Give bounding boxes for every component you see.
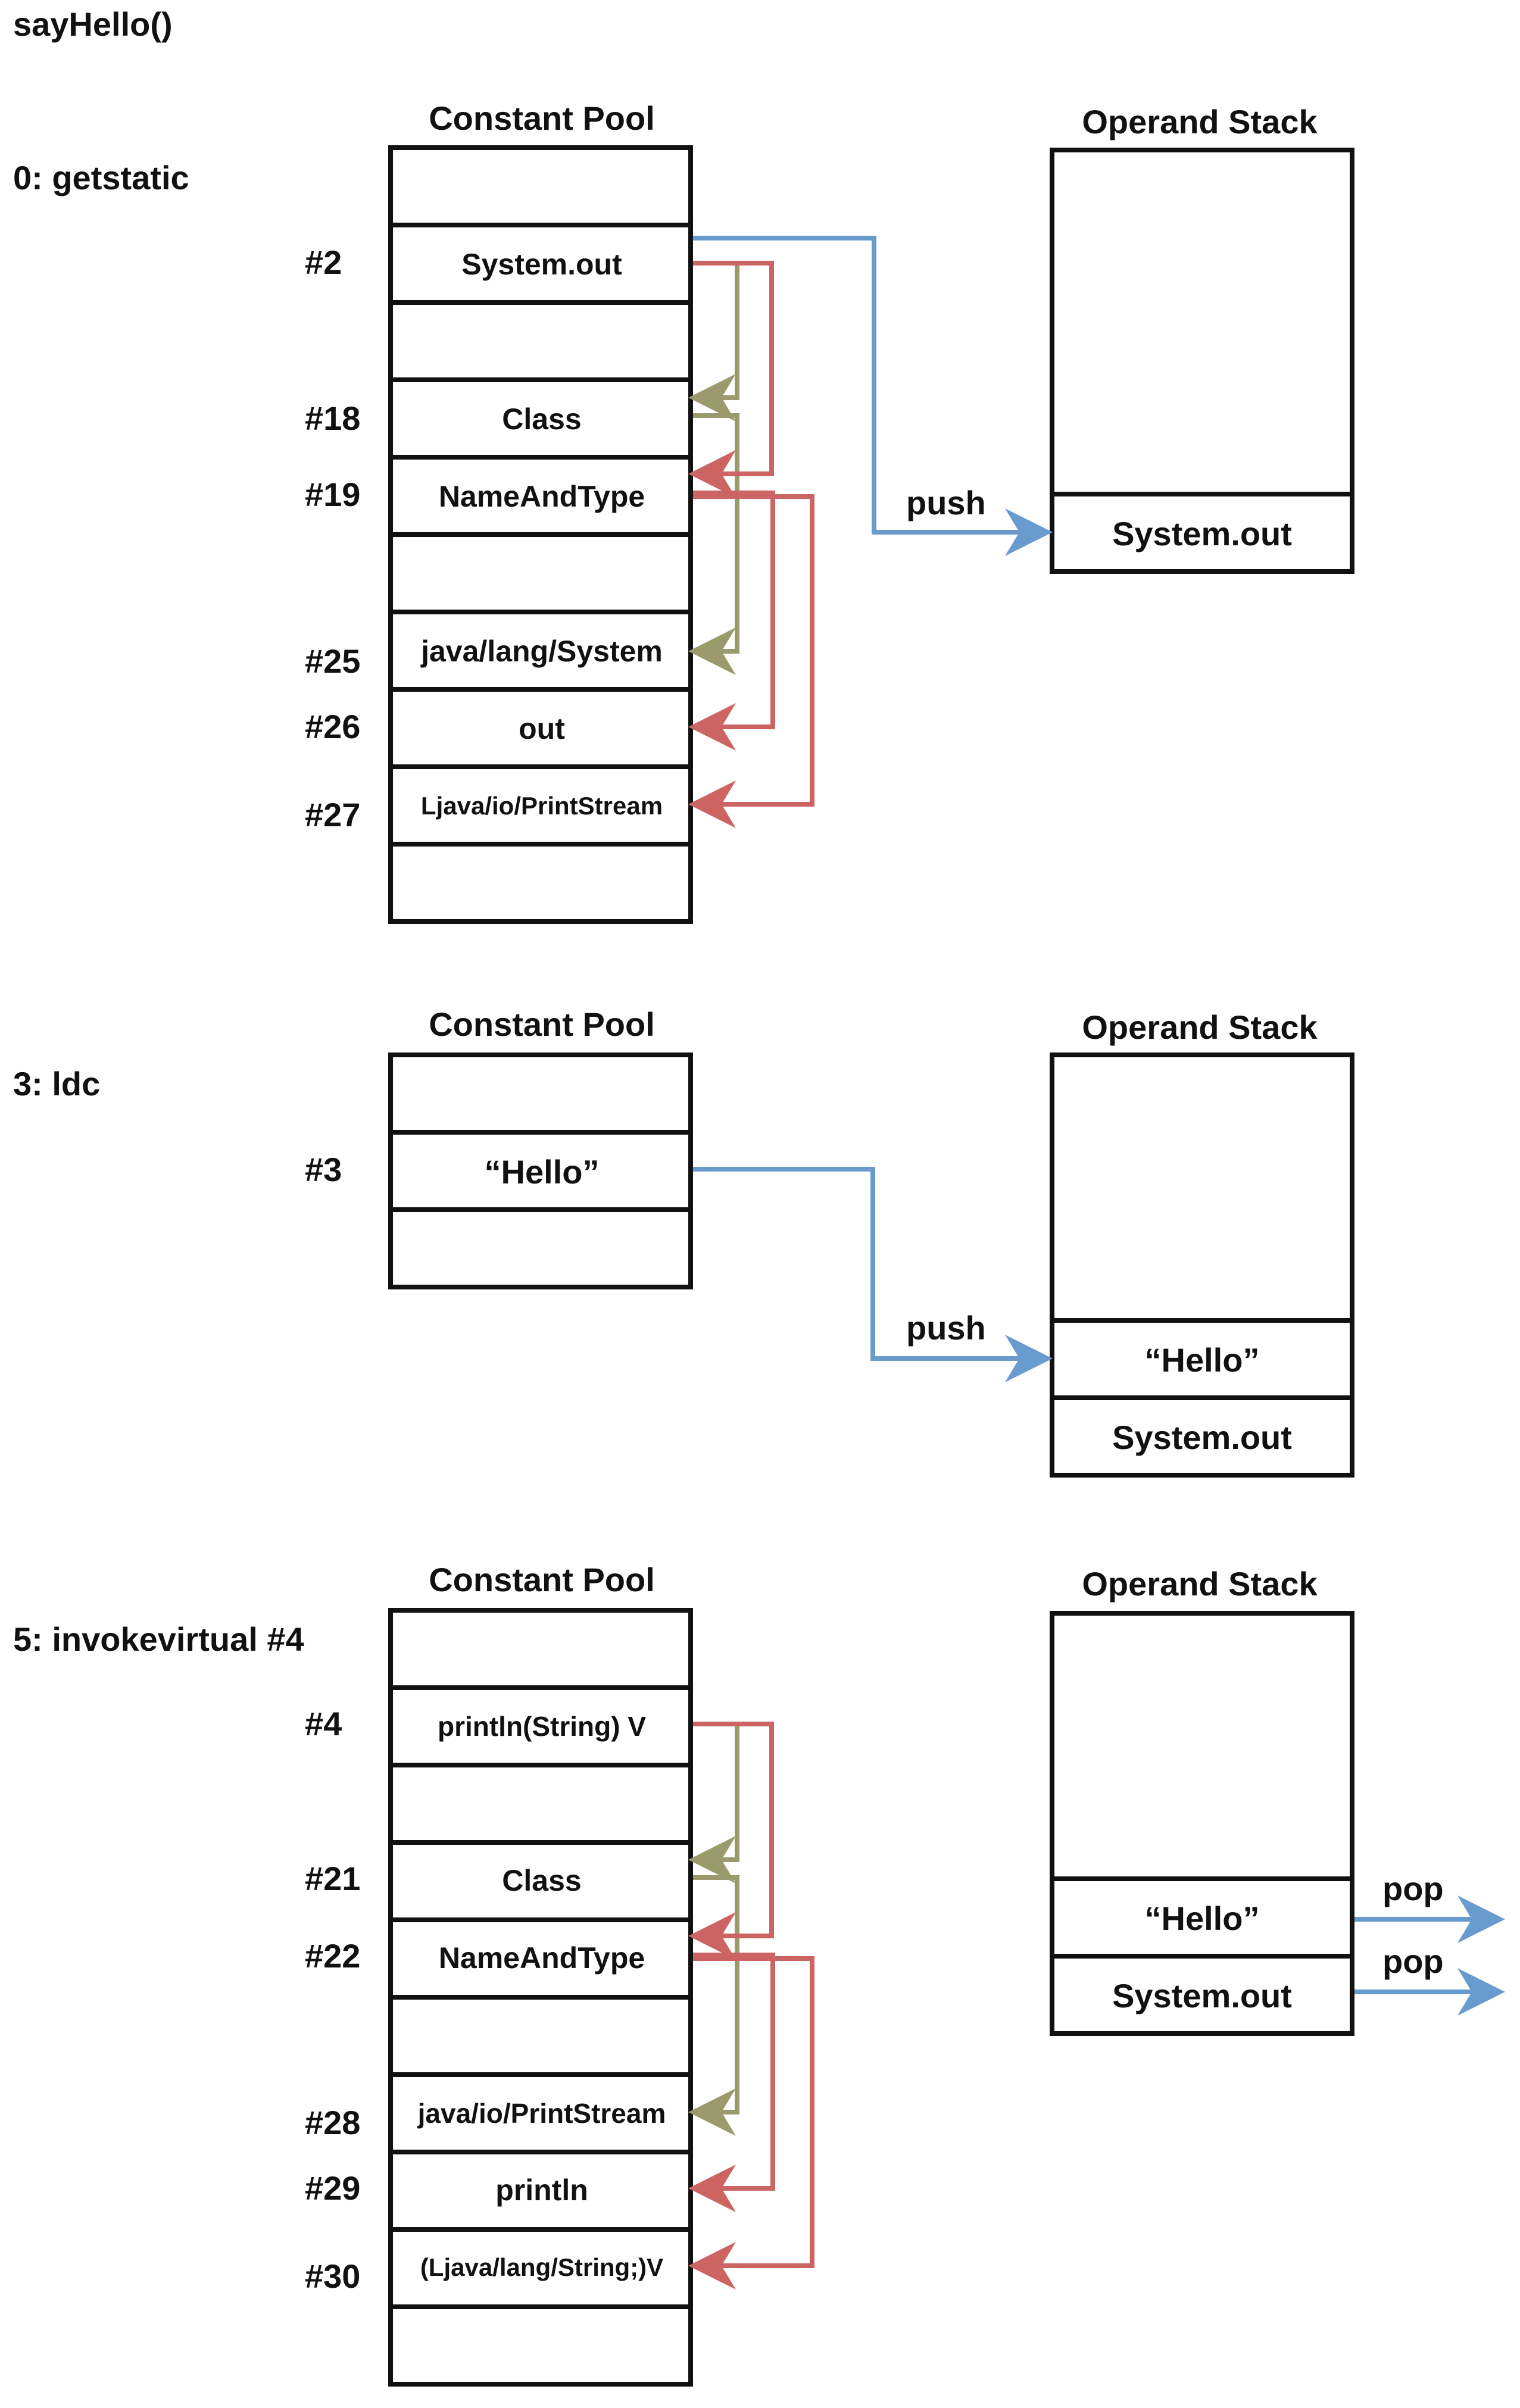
pool-entry-text: “Hello” [485,1153,600,1191]
stack-slot [1050,1954,1354,2036]
pool-index-label: #3 [305,1151,342,1188]
stack-empty-area [1050,1052,1354,1323]
push-arrow [693,1167,1053,1382]
operand-stack [1050,148,1354,574]
pool-cell [388,1052,693,1135]
pool-cell [388,2304,693,2387]
pop-label: pop [1382,1942,1444,1980]
stack-slot [1050,492,1354,574]
class-name-ref-arrow [688,1875,739,2136]
pool-cell [388,842,693,924]
pool-entry-text: System.out [461,248,622,281]
name-ref-arrow [688,1953,775,2212]
pool-index-label: #19 [305,476,360,513]
stack-slot [1050,1876,1354,1959]
name-and-type-ref-arrow [688,1722,774,1960]
pool-index-label: #18 [305,399,360,437]
pool-cell [388,1995,693,2077]
pool-cell [388,145,693,227]
type-ref-arrow [688,1956,814,2290]
instruction-label: 5: invokevirtual #4 [13,1620,304,1658]
pool-index-label: #2 [305,243,342,281]
type-ref-arrow [688,494,814,828]
operand-stack [1050,1611,1354,2036]
pool-index-label: #4 [305,1705,342,1742]
pop-label: pop [1382,1870,1444,1907]
constant-pool-table [388,145,693,924]
operand-stack-title: Operand Stack [1082,103,1318,140]
stack-empty-area [1050,148,1354,496]
instruction-label: 0: getstatic [13,159,189,196]
stack-item-text: “Hello” [1145,1900,1260,1937]
name-and-type-ref-arrow [688,261,774,498]
operand-stack-title: Operand Stack [1082,1008,1318,1046]
stack-item-text: System.out [1112,1419,1292,1456]
pool-entry-text: java/lang/System [420,635,663,668]
pool-entry-text: out [519,712,565,745]
stack-item-text: “Hello” [1145,1341,1260,1379]
class-ref-arrow [688,1722,739,1884]
constant-pool-table [388,1052,693,1289]
pool-entry-text: (Ljava/lang/String;)V [420,2253,663,2281]
push-label: push [906,484,986,521]
class-name-ref-arrow [688,413,739,675]
instruction-label: 3: ldc [13,1065,100,1103]
pool-cell [388,300,693,382]
pool-cell [388,1130,693,1212]
pool-entry-text: println(String) V [438,1711,646,1742]
stack-slot [1050,1395,1354,1478]
pool-cell [388,1685,693,1767]
stack-empty-area [1050,1611,1354,1881]
diagram-title: sayHello() [13,5,173,43]
pool-entry-text: NameAndType [439,480,645,513]
pool-cell [388,687,693,769]
constant-pool-table [388,1608,693,2387]
stack-item-text: System.out [1112,1977,1292,2015]
push-label: push [906,1309,986,1347]
pool-cell [388,532,693,614]
pool-cell [388,1207,693,1289]
operand-stack [1050,1052,1354,1478]
stack-item-text: System.out [1112,515,1292,552]
pool-index-label: #27 [305,796,360,833]
constant-pool-title: Constant Pool [429,1561,655,1598]
pool-index-label: #28 [305,2104,360,2141]
pool-index-label: #29 [305,2169,360,2207]
pool-index-label: #22 [305,1937,360,1975]
pool-entry-text: Class [502,402,581,436]
pool-entry-text: NameAndType [439,1941,645,1975]
section-getstatic: 0: getstatic Constant Pool Operand Stack… [13,99,1354,924]
pool-entry-text: Ljava/io/PrintStream [421,792,663,820]
pool-cell [388,1608,693,1690]
pool-entry-text: Class [502,1864,581,1897]
pool-cell [388,1763,693,1845]
pool-index-label: #26 [305,708,360,745]
section-ldc: 3: ldc Constant Pool Operand Stack “Hell… [13,1005,1354,1478]
pool-entry-text: println [495,2173,588,2207]
pool-index-label: #30 [305,2257,360,2295]
pool-index-label: #21 [305,1860,360,1897]
name-ref-arrow [688,491,775,751]
constant-pool-title: Constant Pool [429,99,655,137]
constant-pool-title: Constant Pool [429,1005,655,1043]
pool-entry-text: java/io/PrintStream [417,2098,666,2129]
operand-stack-title: Operand Stack [1082,1565,1318,1603]
pool-index-label: #25 [305,642,360,680]
class-ref-arrow [688,261,739,421]
push-arrow [693,236,1053,556]
section-invokevirtual: 5: invokevirtual #4 Constant Pool Operan… [13,1561,1505,2387]
